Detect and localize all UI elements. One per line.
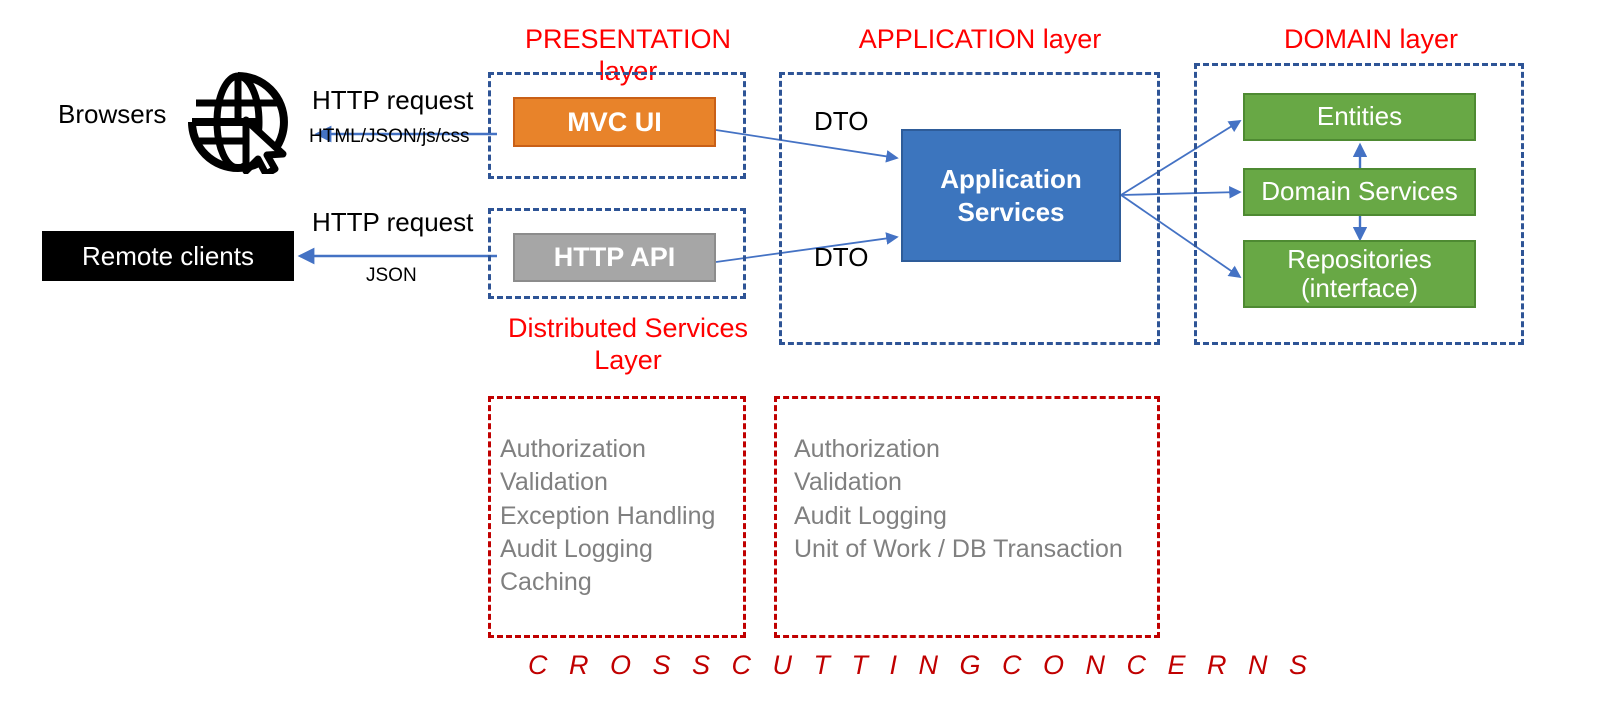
response-payload-label-remote: JSON: [366, 265, 417, 286]
application-services-box: Application Services: [901, 129, 1121, 262]
crosscutting-items-application: Authorization Validation Audit Logging U…: [794, 435, 1123, 563]
dto-label-bottom: DTO: [814, 242, 869, 272]
globe-cursor-icon: [186, 70, 290, 179]
browsers-label: Browsers: [58, 99, 167, 129]
distributed-services-layer-box: [488, 208, 746, 299]
application-layer-box: [779, 72, 1160, 345]
response-payload-label-browsers: HTML/JSON/js/css: [309, 126, 470, 147]
http-request-label-browsers: HTTP request: [312, 85, 474, 115]
repositories-box: Repositories (interface): [1243, 240, 1476, 308]
presentation-layer-caption: PRESENTATION layer: [524, 24, 732, 86]
http-api-box: HTTP API: [513, 233, 716, 282]
mvc-ui-box: MVC UI: [513, 97, 716, 147]
domain-layer-box: [1194, 63, 1524, 345]
dto-label-top: DTO: [814, 106, 869, 136]
http-request-label-remote: HTTP request: [312, 207, 474, 237]
crosscutting-items-presentation: Authorization Validation Exception Handl…: [500, 435, 716, 596]
crosscutting-box-application: [774, 396, 1160, 638]
remote-clients-box: Remote clients: [42, 231, 294, 281]
distributed-services-layer-caption: Distributed Services Layer: [507, 313, 749, 375]
crosscutting-footer-title: C R O S S C U T T I N G C O N C E R N S: [528, 650, 1315, 680]
domain-services-box: Domain Services: [1243, 168, 1476, 216]
application-layer-caption: APPLICATION layer: [858, 24, 1102, 54]
presentation-layer-box: [488, 72, 746, 179]
crosscutting-box-presentation: [488, 396, 746, 638]
entities-box: Entities: [1243, 93, 1476, 141]
domain-layer-caption: DOMAIN layer: [1283, 24, 1459, 54]
